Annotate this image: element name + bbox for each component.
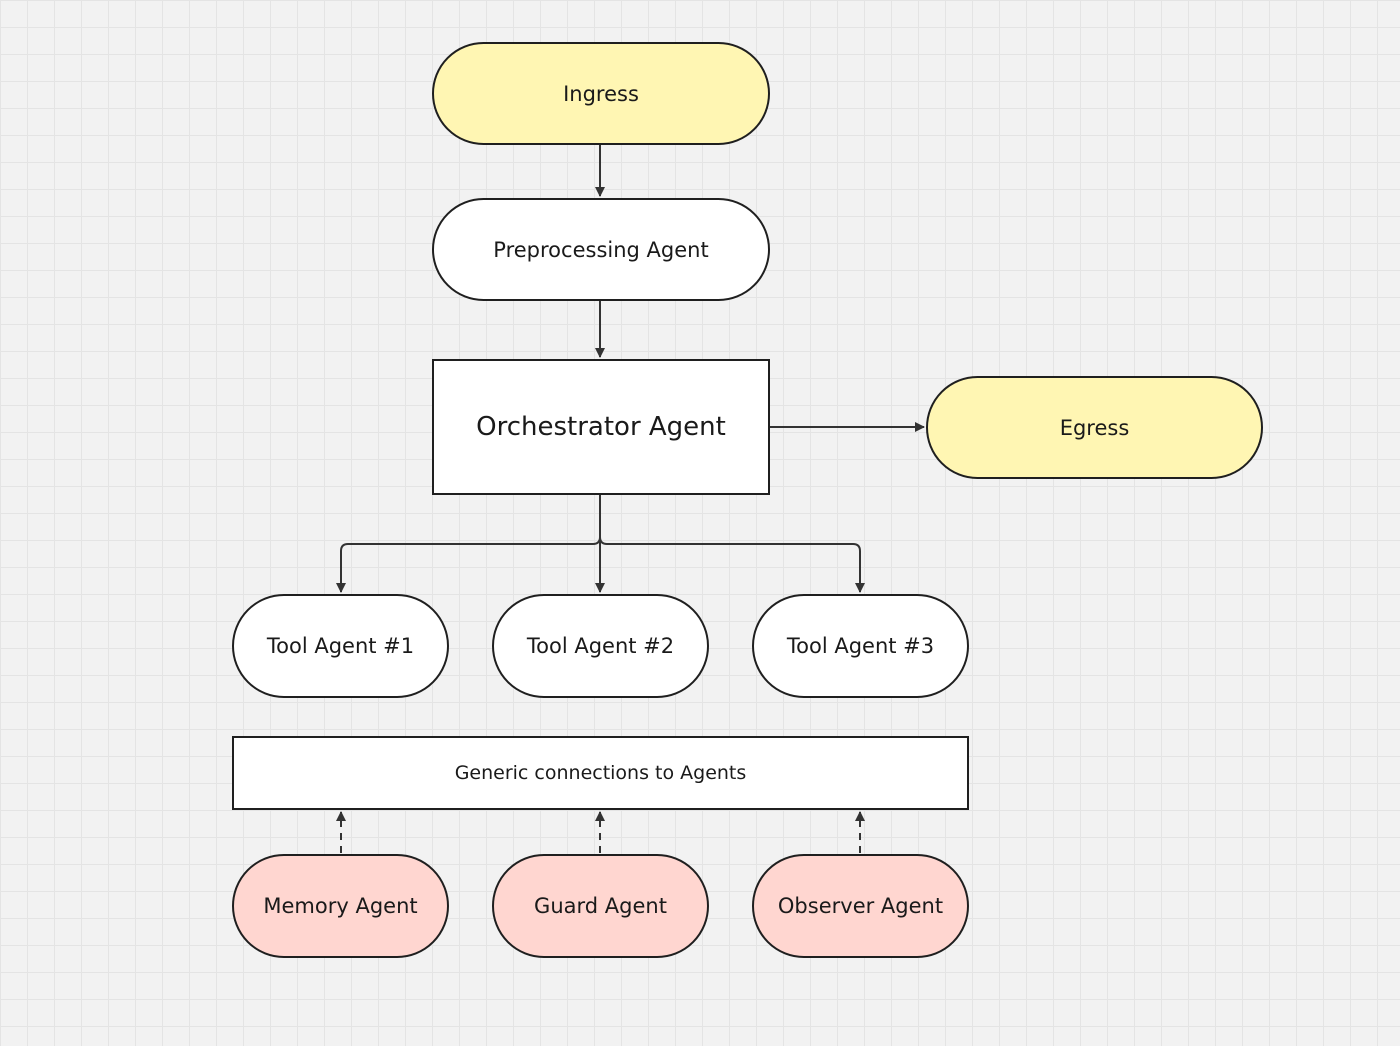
guard-agent-label: Guard Agent (534, 894, 667, 918)
tool-agent-3-node[interactable]: Tool Agent #3 (752, 594, 969, 698)
ingress-label: Ingress (563, 81, 639, 106)
generic-connections-node[interactable]: Generic connections to Agents (232, 736, 969, 810)
guard-agent-node[interactable]: Guard Agent (492, 854, 709, 958)
generic-connections-label: Generic connections to Agents (454, 762, 747, 784)
egress-node[interactable]: Egress (926, 376, 1263, 479)
observer-agent-label: Observer Agent (777, 894, 944, 918)
tool-agent-2-node[interactable]: Tool Agent #2 (492, 594, 709, 698)
edge-orchestrator-to-tool3 (599, 495, 865, 593)
ingress-node[interactable]: Ingress (432, 42, 770, 145)
orchestrator-agent-node[interactable]: Orchestrator Agent (432, 359, 770, 495)
tool-agent-3-label: Tool Agent #3 (786, 634, 935, 658)
edge-orchestrator-to-tool1 (336, 495, 601, 593)
tool-agent-1-label: Tool Agent #1 (266, 634, 415, 658)
preprocessing-agent-label: Preprocessing Agent (493, 237, 709, 262)
observer-agent-node[interactable]: Observer Agent (752, 854, 969, 958)
egress-label: Egress (1059, 415, 1130, 440)
orchestrator-agent-label: Orchestrator Agent (476, 412, 726, 442)
tool-agent-2-label: Tool Agent #2 (526, 634, 675, 658)
memory-agent-node[interactable]: Memory Agent (232, 854, 449, 958)
tool-agent-1-node[interactable]: Tool Agent #1 (232, 594, 449, 698)
preprocessing-agent-node[interactable]: Preprocessing Agent (432, 198, 770, 301)
memory-agent-label: Memory Agent (263, 894, 418, 918)
